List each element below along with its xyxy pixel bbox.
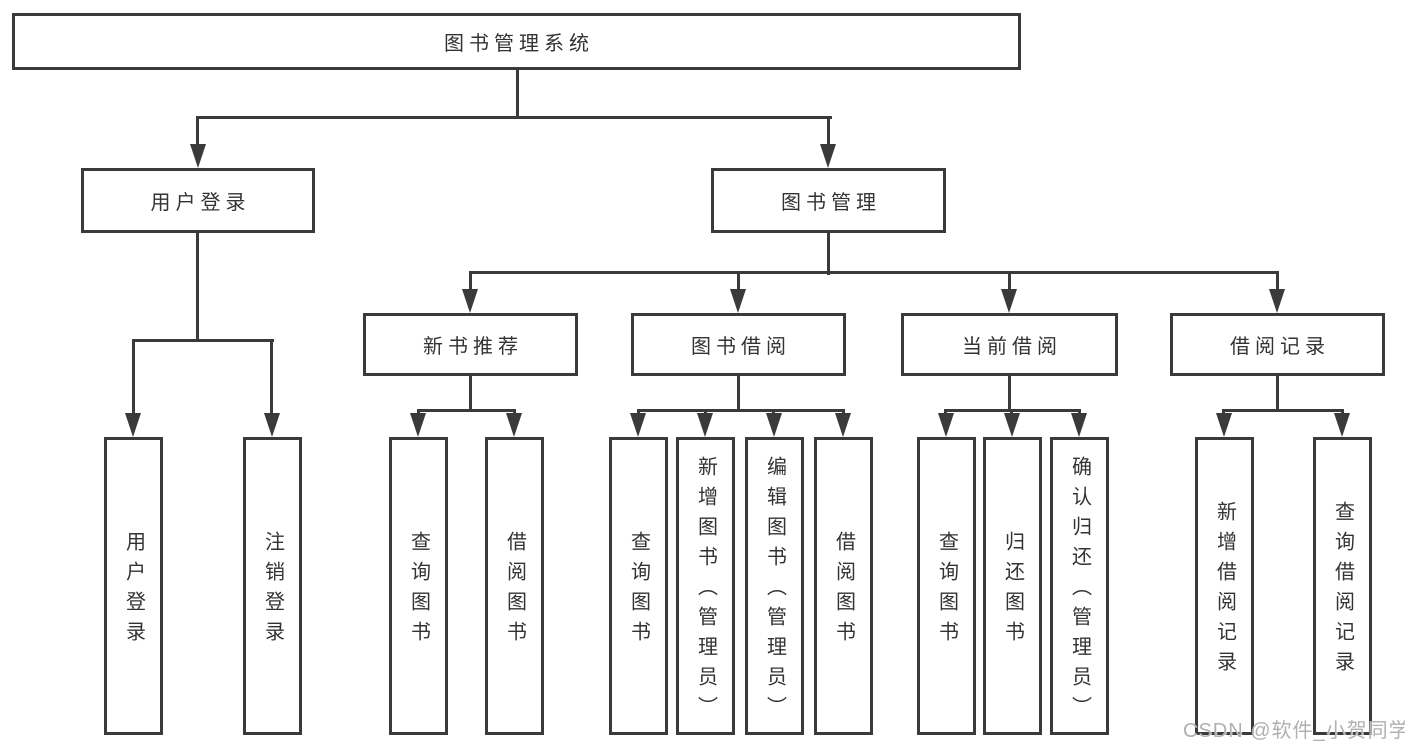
edge-line [196,116,199,148]
edge-line [737,271,740,293]
leaf-query-books-current: 查询图书 [917,437,976,735]
edge-line [270,339,273,417]
edge-line [827,233,830,275]
leaf-confirm-return-admin: 确认归还（管理员） [1050,437,1109,735]
leaf-confirm-return-admin-label: 确认归还（管理员） [1068,456,1091,726]
node-new-book-recommend-label: 新书推荐 [423,336,523,358]
edge-line [1008,376,1011,412]
edge-line [469,271,1279,274]
node-new-book-recommend: 新书推荐 [363,313,578,376]
edge-line [516,70,519,118]
arrowhead-down-icon [1269,289,1285,313]
edge-line [1276,376,1279,412]
node-current-borrowing: 当前借阅 [901,313,1118,376]
node-library-management-system-label: 图书管理系统 [444,33,594,55]
edge-line [1222,409,1344,412]
edge-line [132,339,135,417]
leaf-logout-label: 注销登录 [261,531,284,651]
edge-line [417,409,516,412]
arrowhead-down-icon [766,413,782,437]
edge-line [469,376,472,412]
leaf-query-books-recommend-label: 查询图书 [407,531,430,651]
arrowhead-down-icon [125,413,141,437]
leaf-query-books-recommend: 查询图书 [389,437,448,735]
arrowhead-down-icon [630,413,646,437]
edge-line [1008,271,1011,293]
node-user-login: 用户登录 [81,168,315,233]
edge-line [196,116,832,119]
leaf-add-book-admin: 新增图书（管理员） [676,437,735,735]
arrowhead-down-icon [410,413,426,437]
node-borrowing-records-label: 借阅记录 [1230,336,1330,358]
arrowhead-down-icon [938,413,954,437]
node-book-borrowing: 图书借阅 [631,313,846,376]
edge-line [827,116,830,148]
node-book-management-label: 图书管理 [781,192,881,214]
leaf-borrow-books-recommend: 借阅图书 [485,437,544,735]
arrowhead-down-icon [462,289,478,313]
arrowhead-down-icon [506,413,522,437]
leaf-borrow-books-borrowing-label: 借阅图书 [832,531,855,651]
arrowhead-down-icon [1334,413,1350,437]
arrowhead-down-icon [1216,413,1232,437]
arrowhead-down-icon [697,413,713,437]
node-library-management-system: 图书管理系统 [12,13,1021,70]
node-book-borrowing-label: 图书借阅 [691,336,791,358]
leaf-logout: 注销登录 [243,437,302,735]
leaf-add-borrow-record-label: 新增借阅记录 [1213,501,1236,681]
arrowhead-down-icon [730,289,746,313]
arrowhead-down-icon [1071,413,1087,437]
leaf-query-books-current-label: 查询图书 [935,531,958,651]
leaf-borrow-books-recommend-label: 借阅图书 [503,531,526,651]
leaf-query-borrow-record-label: 查询借阅记录 [1331,501,1354,681]
leaf-edit-book-admin-label: 编辑图书（管理员） [763,456,786,726]
arrowhead-down-icon [835,413,851,437]
leaf-borrow-books-borrowing: 借阅图书 [814,437,873,735]
leaf-user-login-label: 用户登录 [122,531,145,651]
watermark: CSDN @软件_小贺同学 [1183,720,1405,742]
arrowhead-down-icon [264,413,280,437]
leaf-query-books-borrowing: 查询图书 [609,437,668,735]
edge-line [132,339,274,342]
leaf-return-book-label: 归还图书 [1001,531,1024,651]
edge-line [469,271,472,293]
leaf-return-book: 归还图书 [983,437,1042,735]
arrowhead-down-icon [1001,289,1017,313]
leaf-query-borrow-record: 查询借阅记录 [1313,437,1372,735]
node-borrowing-records: 借阅记录 [1170,313,1385,376]
leaf-edit-book-admin: 编辑图书（管理员） [745,437,804,735]
arrowhead-down-icon [820,144,836,168]
leaf-add-book-admin-label: 新增图书（管理员） [694,456,717,726]
arrowhead-down-icon [1004,413,1020,437]
node-book-management: 图书管理 [711,168,946,233]
edge-line [196,233,199,342]
node-user-login-label: 用户登录 [150,192,251,214]
edge-line [1276,271,1279,293]
edge-line [737,376,740,412]
leaf-add-borrow-record: 新增借阅记录 [1195,437,1254,735]
edge-line [637,409,845,412]
node-current-borrowing-label: 当前借阅 [962,336,1062,358]
leaf-query-books-borrowing-label: 查询图书 [627,531,650,651]
arrowhead-down-icon [190,144,206,168]
leaf-user-login: 用户登录 [104,437,163,735]
